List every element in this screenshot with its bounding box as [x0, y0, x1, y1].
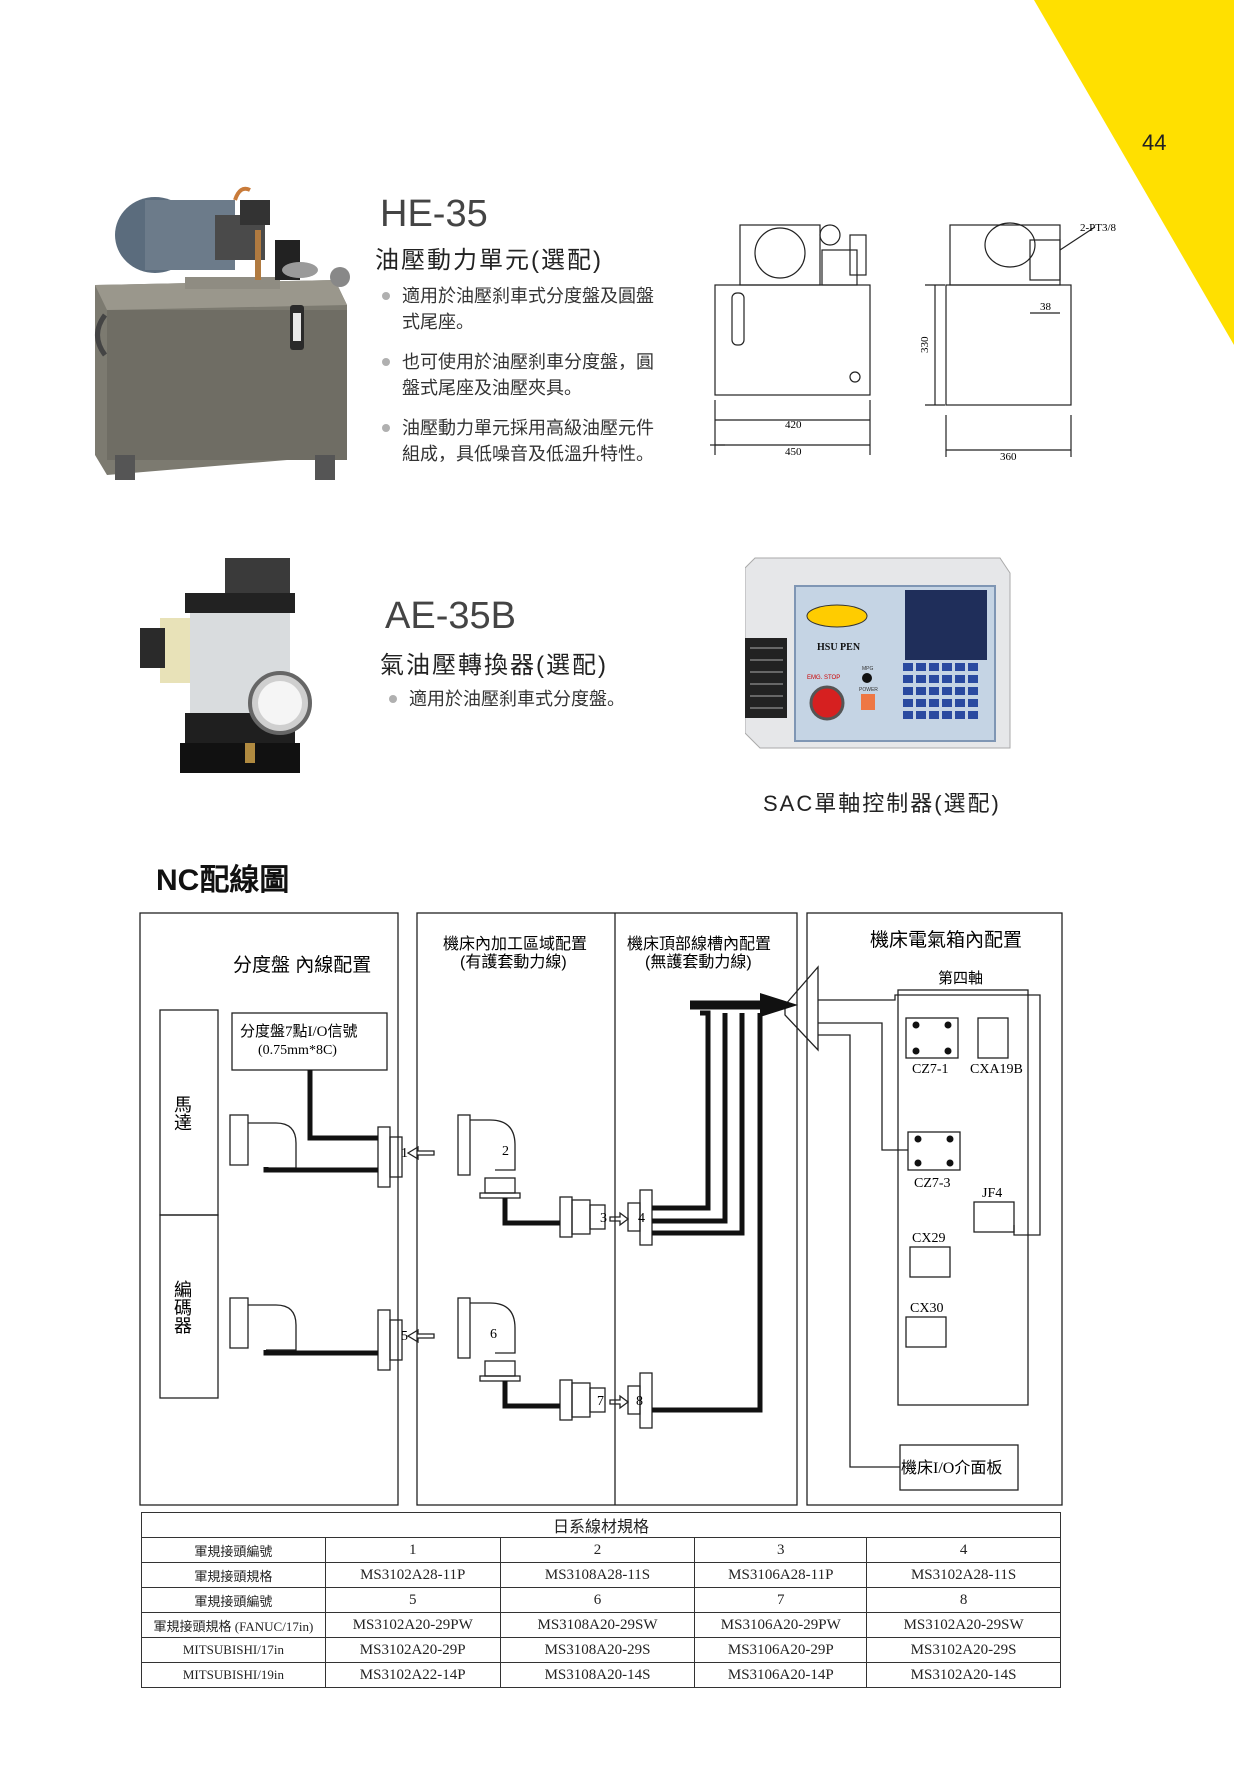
port-label: 2-PT3/8: [1080, 222, 1117, 234]
conn-num-6: 6: [490, 1327, 497, 1342]
signal-label-1: 分度盤7點I/O信號: [240, 1023, 358, 1040]
brand-label: HSU PEN: [817, 642, 861, 653]
table-caption: 日系線材規格: [141, 1512, 1061, 1538]
table-caption-row: 日系線材規格: [141, 1512, 1061, 1538]
ae35b-subtitle: 氣油壓轉換器(選配): [380, 652, 608, 679]
panel1-title: 分度盤 內線配置: [233, 954, 371, 976]
jf4-label: JF4: [982, 1186, 1002, 1201]
conn-num-8: 8: [636, 1394, 643, 1409]
he35-bullet: 也可使用於油壓刹車分度盤，圓盤式尾座及油壓夾具。: [380, 349, 680, 401]
dim-330: 330: [919, 336, 931, 353]
signal-label-2: (0.75mm*8C): [258, 1043, 337, 1058]
ae35b-photo: [140, 558, 312, 773]
he35-dimension-drawing: 420 450 330 360 38 2-PT3/8: [710, 222, 1117, 463]
cx30-label: CX30: [910, 1301, 943, 1316]
conn-num-1: 1: [401, 1146, 408, 1161]
panel2-title-2: (有護套動力線): [460, 953, 567, 971]
corner-accent: [1034, 0, 1234, 345]
fourth-axis-label: 第四軸: [938, 969, 983, 987]
he35-bullet-list: 適用於油壓刹車式分度盤及圓盤式尾座。 也可使用於油壓刹車分度盤，圓盤式尾座及油壓…: [380, 283, 680, 481]
nc-wiring-diagram: 分度盤 內線配置 分度盤7點I/O信號 (0.75mm*8C) 馬達 編碼器 機…: [139, 912, 1063, 1506]
panel3-title-1: 機床頂部線槽內配置: [627, 935, 771, 953]
dim-360: 360: [1000, 451, 1017, 463]
dim-450: 450: [785, 446, 802, 458]
ae35b-title: AE-35B: [385, 595, 516, 637]
he35-photo: [95, 186, 350, 480]
sac-caption: SAC單軸控制器(選配): [763, 791, 1001, 816]
cz71-label: CZ7-1: [912, 1062, 949, 1077]
conn-num-7: 7: [597, 1394, 604, 1409]
power-label: POWER: [859, 687, 878, 693]
nc-heading: NC配線圖: [156, 864, 290, 897]
panel2-title-1: 機床內加工區域配置: [443, 935, 587, 953]
page-number: 44: [1142, 130, 1167, 155]
panel4-title: 機床電氣箱內配置: [870, 929, 1022, 951]
emg-label: EMG. STOP: [807, 675, 840, 681]
cxa19b-label: CXA19B: [970, 1062, 1023, 1077]
he35-bullet: 適用於油壓刹車式分度盤及圓盤式尾座。: [380, 283, 680, 335]
io-panel-label: 機床I/O介面板: [901, 1459, 1002, 1477]
conn-num-5: 5: [401, 1329, 408, 1344]
cz73-label: CZ7-3: [914, 1176, 951, 1191]
dim-420: 420: [785, 419, 802, 431]
ae35b-bullet-list: 適用於油壓刹車式分度盤。: [387, 686, 687, 726]
mpg-label: MPG: [862, 666, 874, 672]
ae35b-bullet: 適用於油壓刹車式分度盤。: [387, 686, 687, 712]
conn-num-2: 2: [502, 1144, 509, 1159]
he35-title: HE-35: [380, 193, 488, 235]
conn-num-3: 3: [600, 1211, 607, 1226]
he35-subtitle: 油壓動力單元(選配): [375, 247, 603, 274]
motor-label: 馬達: [172, 1095, 192, 1131]
he35-bullet: 油壓動力單元採用高級油壓元件組成，具低噪音及低溫升特性。: [380, 415, 680, 467]
encoder-label: 編碼器: [172, 1280, 192, 1334]
cx29-label: CX29: [912, 1231, 945, 1246]
dim-38: 38: [1040, 301, 1052, 313]
sac-controller-photo: HSU PEN EMG. STOP MPG POWER: [745, 557, 1011, 749]
conn-num-4: 4: [638, 1211, 645, 1226]
panel3-title-2: (無護套動力線): [645, 953, 752, 971]
